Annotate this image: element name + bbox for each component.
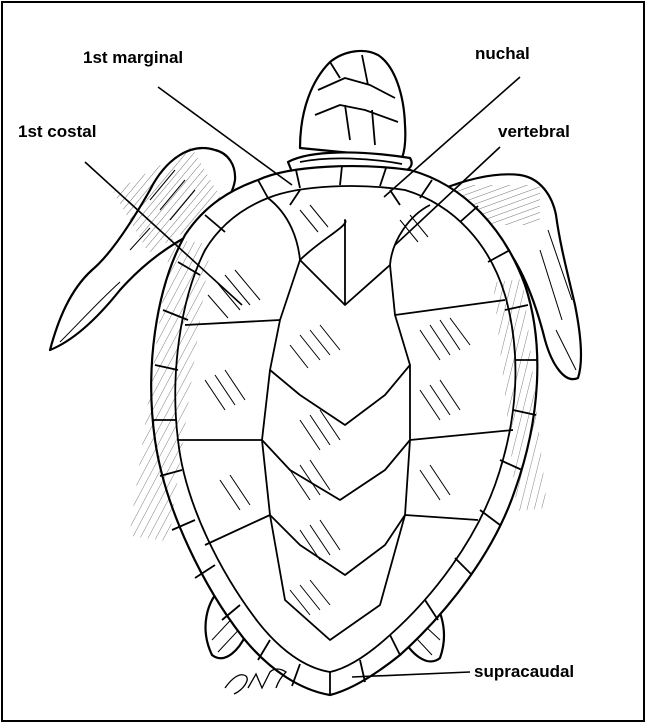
label-vertebral: vertebral: [498, 122, 570, 141]
artist-signature: [225, 669, 286, 694]
label-nuchal: nuchal: [475, 44, 530, 63]
label-1st-costal: 1st costal: [18, 122, 96, 141]
label-1st-marginal: 1st marginal: [83, 48, 183, 67]
head: [300, 51, 405, 158]
label-supracaudal: supracaudal: [474, 662, 574, 681]
